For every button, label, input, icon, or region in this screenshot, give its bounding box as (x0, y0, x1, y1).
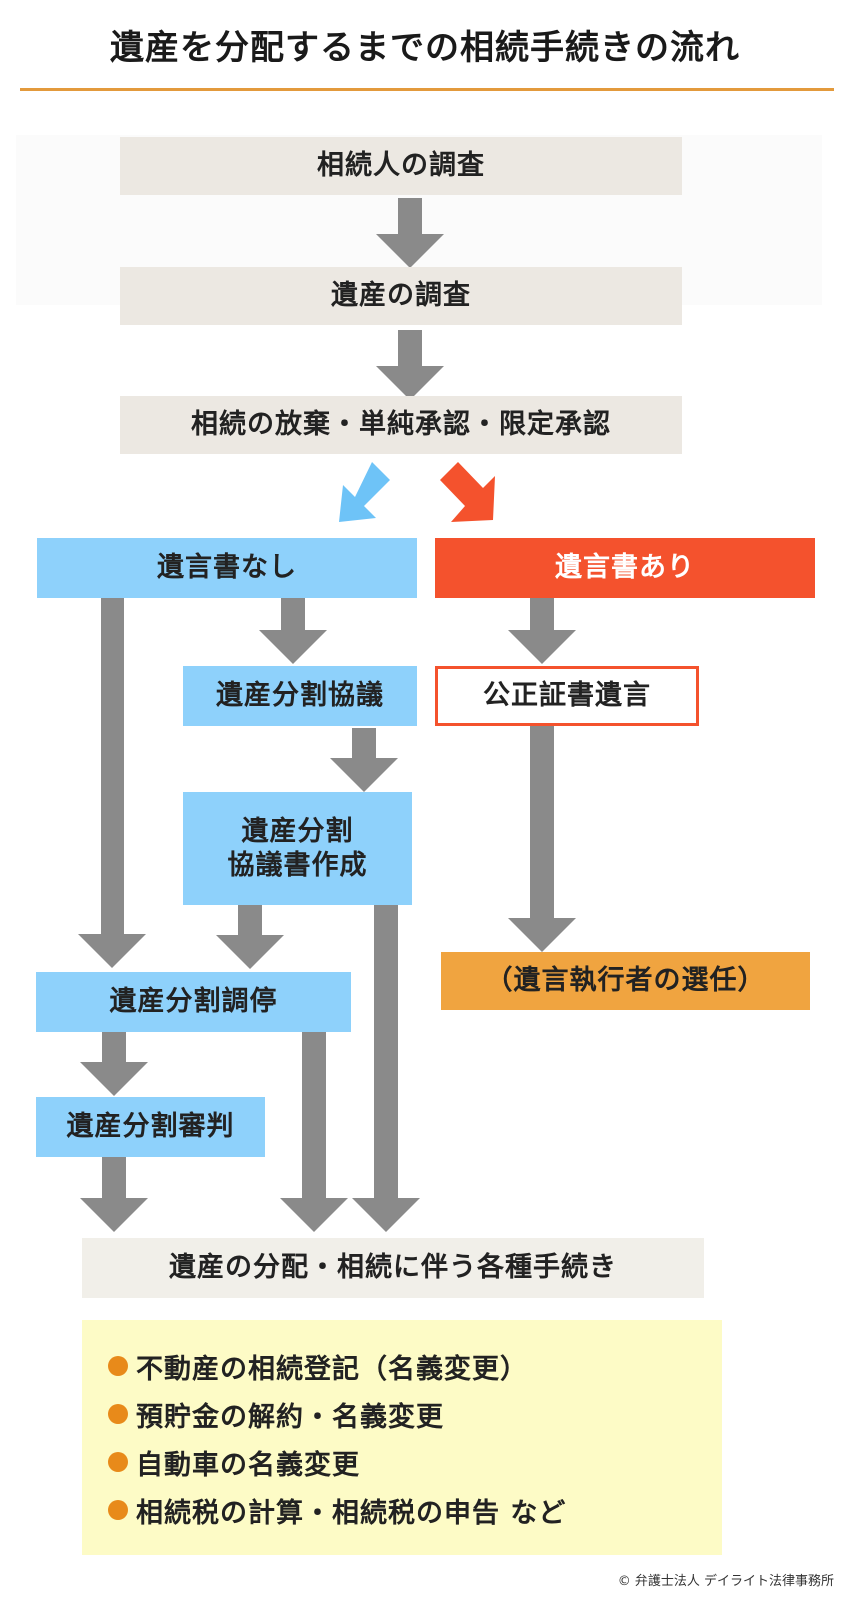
arrow-nowill-to-mediation-icon (78, 598, 146, 968)
arrow-judgment-to-distribution-icon (80, 1157, 148, 1232)
arrow-doc-to-mediation-icon (216, 905, 284, 969)
bullet-icon (108, 1404, 128, 1424)
page-title: 遺産を分配するまでの相続手続きの流れ (110, 28, 740, 68)
arrow-heir-to-estate-icon (376, 198, 444, 268)
procedures-list: 不動産の相続登記（名義変更） 預貯金の解約・名義変更 自動車の名義変更 相続税の… (82, 1320, 722, 1555)
division-agreement-doc-line2: 協議書作成 (227, 849, 368, 881)
copyright: © 弁護士法人 デイライト法律事務所 (617, 1574, 834, 1589)
step-heir-survey: 相続人の調査 (120, 137, 682, 195)
bullet-icon (108, 1452, 128, 1472)
list-item: 自動車の名義変更 (108, 1438, 722, 1486)
step-division-mediation: 遺産分割調停 (36, 972, 351, 1032)
step-renounce-accept: 相続の放棄・単純承認・限定承認 (120, 396, 682, 454)
bullet-icon (108, 1356, 128, 1376)
arrow-nowill-to-consult-icon (259, 598, 327, 664)
arrow-withwill-to-notarized-icon (508, 598, 576, 664)
branch-with-will: 遺言書あり (435, 538, 815, 598)
step-estate-survey: 遺産の調査 (120, 267, 682, 325)
step-notarized-will: 公正証書遺言 (435, 666, 699, 726)
arrow-estate-to-choice-icon (376, 330, 444, 400)
step-division-agreement-doc: 遺産分割 協議書作成 (183, 792, 412, 905)
step-distribution: 遺産の分配・相続に伴う各種手続き (82, 1238, 704, 1298)
step-division-judgment: 遺産分割審判 (36, 1097, 265, 1157)
step-division-consult: 遺産分割協議 (183, 666, 417, 726)
arrow-doc-to-distribution-icon (352, 905, 420, 1232)
title-underline (20, 88, 834, 91)
branch-no-will: 遺言書なし (37, 538, 417, 598)
arrow-to-no-will-icon (339, 462, 390, 522)
arrow-mediation-to-distribution-icon (280, 1032, 348, 1232)
list-item: 不動産の相続登記（名義変更） (108, 1342, 722, 1390)
arrow-to-with-will-icon (440, 462, 495, 522)
list-item: 相続税の計算・相続税の申告 など (108, 1486, 722, 1534)
arrow-consult-to-doc-icon (330, 728, 398, 792)
arrow-notarized-to-executor-icon (508, 726, 576, 952)
division-agreement-doc-line1: 遺産分割 (241, 815, 354, 847)
bullet-icon (108, 1500, 128, 1520)
arrow-mediation-to-judgment-icon (80, 1032, 148, 1096)
step-executor-selection: （遺言執行者の選任） (441, 952, 810, 1010)
list-item: 預貯金の解約・名義変更 (108, 1390, 722, 1438)
